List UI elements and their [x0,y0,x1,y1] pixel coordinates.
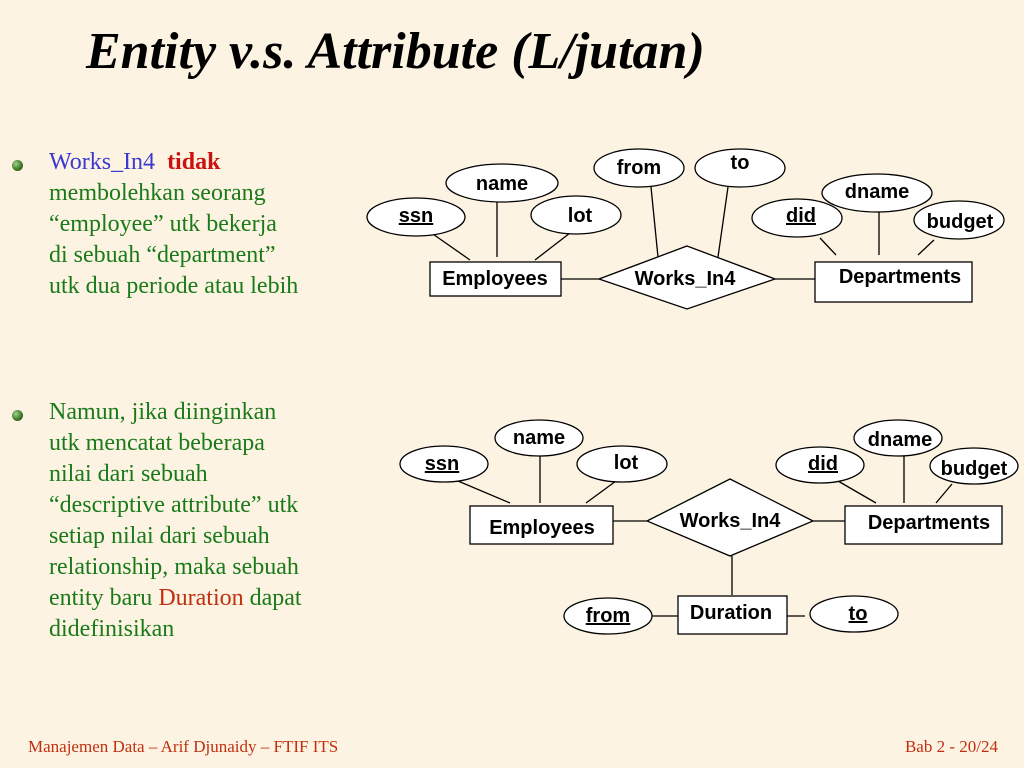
attribute-lot-label: lot [614,452,639,474]
connector-line [837,480,877,504]
attribute-dname-label: dname [845,181,909,203]
bullet-1-line: utk dua periode atau lebih [49,273,299,299]
er-diagram-1: ssn name lot from to did dname budget Em… [366,148,1005,310]
footer-left: Manajemen Data – Arif Djunaidy – FTIF IT… [28,737,339,756]
entity-employees [469,505,614,545]
attribute-budget [913,200,1005,240]
connector-line [650,186,659,258]
bullet-2-line: nilai dari sebuah [49,461,208,487]
entity-duration-label: Duration [690,602,772,624]
entity-employees [429,261,562,297]
entity-departments [844,505,1003,545]
attribute-ssn-label: ssn [425,453,459,475]
attribute-did-label: did [786,205,816,227]
attribute-name [494,419,584,457]
attribute-name-label: name [476,173,528,195]
connector-line [917,239,935,256]
connector-line [585,480,617,504]
attribute-lot-label: lot [568,205,593,227]
attribute-from [593,148,685,188]
attribute-to [694,148,786,188]
attribute-to [809,595,899,633]
bullet-2-line: utk mencatat beberapa [49,430,265,456]
connector-line [717,186,729,258]
bullet-icon [12,160,23,171]
entity-employees-label: Employees [489,517,595,539]
bullet-2-highlight: Duration [158,585,244,611]
attribute-lot [576,445,668,483]
bullet-2-line: entity baru [49,585,153,611]
relationship-works-in4-label: Works_In4 [635,268,737,290]
entity-departments-label: Departments [868,512,990,534]
bullet-icon [12,410,23,421]
attribute-budget [929,447,1019,485]
connector-line [935,483,953,504]
attribute-dname [821,173,933,213]
attribute-ssn [366,197,466,237]
attribute-name [445,163,559,203]
bullet-2-text: Namun, jika diinginkan utk mencatat bebe… [49,397,302,645]
attribute-ssn-label: ssn [399,205,433,227]
bullet-1-line: di sebuah “department” [49,242,276,268]
connector-line [429,231,471,261]
entity-departments [814,261,973,303]
attribute-budget-label: budget [941,458,1008,480]
bullet-2-line: setiap nilai dari sebuah [49,523,270,549]
bullet-2-line: “descriptive attribute” utk [49,492,299,518]
slide-title: Entity v.s. Attribute (L/jutan) [86,23,705,80]
connector-line [534,232,571,261]
connector-line [457,480,511,504]
entity-duration [677,595,788,635]
relationship-works-in4 [597,245,777,310]
bullet-1-emphasis: tidak [167,149,221,175]
attribute-did [775,446,865,484]
bullet-1-highlight: Works_In4 [49,149,156,175]
entity-employees-label: Employees [442,268,548,290]
bullet-2-line: didefinisikan [49,616,175,642]
relationship-works-in4 [645,478,815,557]
bullet-1-text: Works_In4 tidak membolehkan seorang “emp… [49,147,298,302]
attribute-from [563,597,653,635]
attribute-lot [530,195,622,235]
attribute-dname [853,419,943,457]
er-diagram-2: ssn name lot did dname budget Employees … [399,419,1019,635]
attribute-from-label: from [617,157,661,179]
bullet-2-line: relationship, maka sebuah [49,554,299,580]
attribute-did [751,198,843,238]
attribute-to-label: to [731,152,750,174]
entity-departments-label: Departments [839,266,961,288]
attribute-to-label: to [849,603,868,625]
attribute-budget-label: budget [927,211,994,233]
attribute-name-label: name [513,427,565,449]
bullet-2-line: dapat [249,585,302,611]
attribute-dname-label: dname [868,429,932,451]
connector-line [819,237,837,256]
bullet-2-line: Namun, jika diinginkan [49,399,277,425]
attribute-did-label: did [808,453,838,475]
bullet-1-line: membolehkan seorang [49,180,266,206]
attribute-ssn [399,445,489,483]
attribute-from-label: from [586,605,630,627]
bullet-1-line: “employee” utk bekerja [49,211,277,237]
relationship-works-in4-label: Works_In4 [680,510,782,532]
footer-page-number: Bab 2 - 20/24 [904,737,998,756]
